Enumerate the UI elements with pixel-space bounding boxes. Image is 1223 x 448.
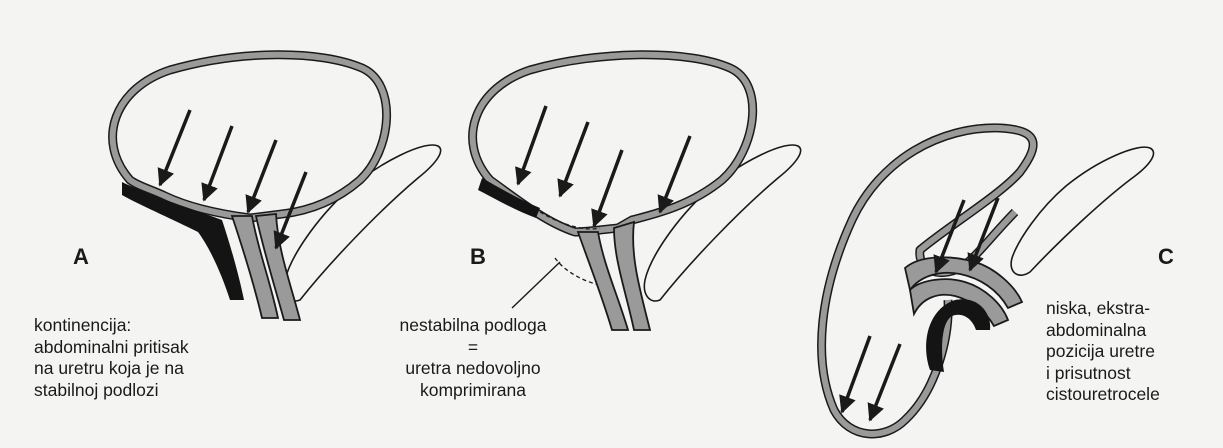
caption-line: i prisutnost <box>1046 363 1160 385</box>
caption-line: uretra nedovoljno <box>373 358 573 380</box>
panel-b-letter: B <box>470 244 486 270</box>
panel-c-letter: C <box>1158 244 1174 270</box>
panel-c-caption: niska, ekstra- abdominalna pozicija uret… <box>1046 298 1160 406</box>
panel-b-support-layer <box>478 178 540 218</box>
panel-a-symphysis <box>284 145 440 301</box>
panel-b-pointer-line <box>512 262 560 308</box>
panel-b-arrow <box>560 122 588 196</box>
caption-line: cistouretrocele <box>1046 384 1160 406</box>
panel-b-arrow <box>594 150 622 226</box>
panel-a-arrow <box>204 126 232 200</box>
panel-c-support-layer <box>926 299 990 372</box>
caption-line: na uretru koja je na <box>34 358 189 380</box>
panel-c-arrow <box>870 344 900 420</box>
caption-line: stabilnoj podlozi <box>34 380 189 402</box>
caption-line: = <box>373 337 573 359</box>
panel-b-caption: nestabilna podloga = uretra nedovoljno k… <box>373 315 573 401</box>
panel-b-symphysis <box>644 145 800 301</box>
caption-line: nestabilna podloga <box>373 315 573 337</box>
panel-c-arrow <box>842 336 870 412</box>
caption-line: pozicija uretre <box>1046 341 1160 363</box>
panel-a-arrow <box>160 110 190 185</box>
panel-a-caption: kontinencija: abdominalni pritisak na ur… <box>34 315 189 401</box>
caption-line: niska, ekstra- <box>1046 298 1160 320</box>
panel-a-arrow <box>248 140 276 212</box>
caption-line: kontinencija: <box>34 315 189 337</box>
panel-c-symphysis <box>1011 147 1153 275</box>
panel-b-drawing <box>473 55 801 330</box>
caption-line: komprimirana <box>373 380 573 402</box>
caption-line: abdominalni pritisak <box>34 337 189 359</box>
panel-b-arrow <box>518 106 546 184</box>
caption-line: abdominalna <box>1046 320 1160 342</box>
panel-a-letter: A <box>73 244 89 270</box>
panel-a-drawing <box>113 55 441 320</box>
